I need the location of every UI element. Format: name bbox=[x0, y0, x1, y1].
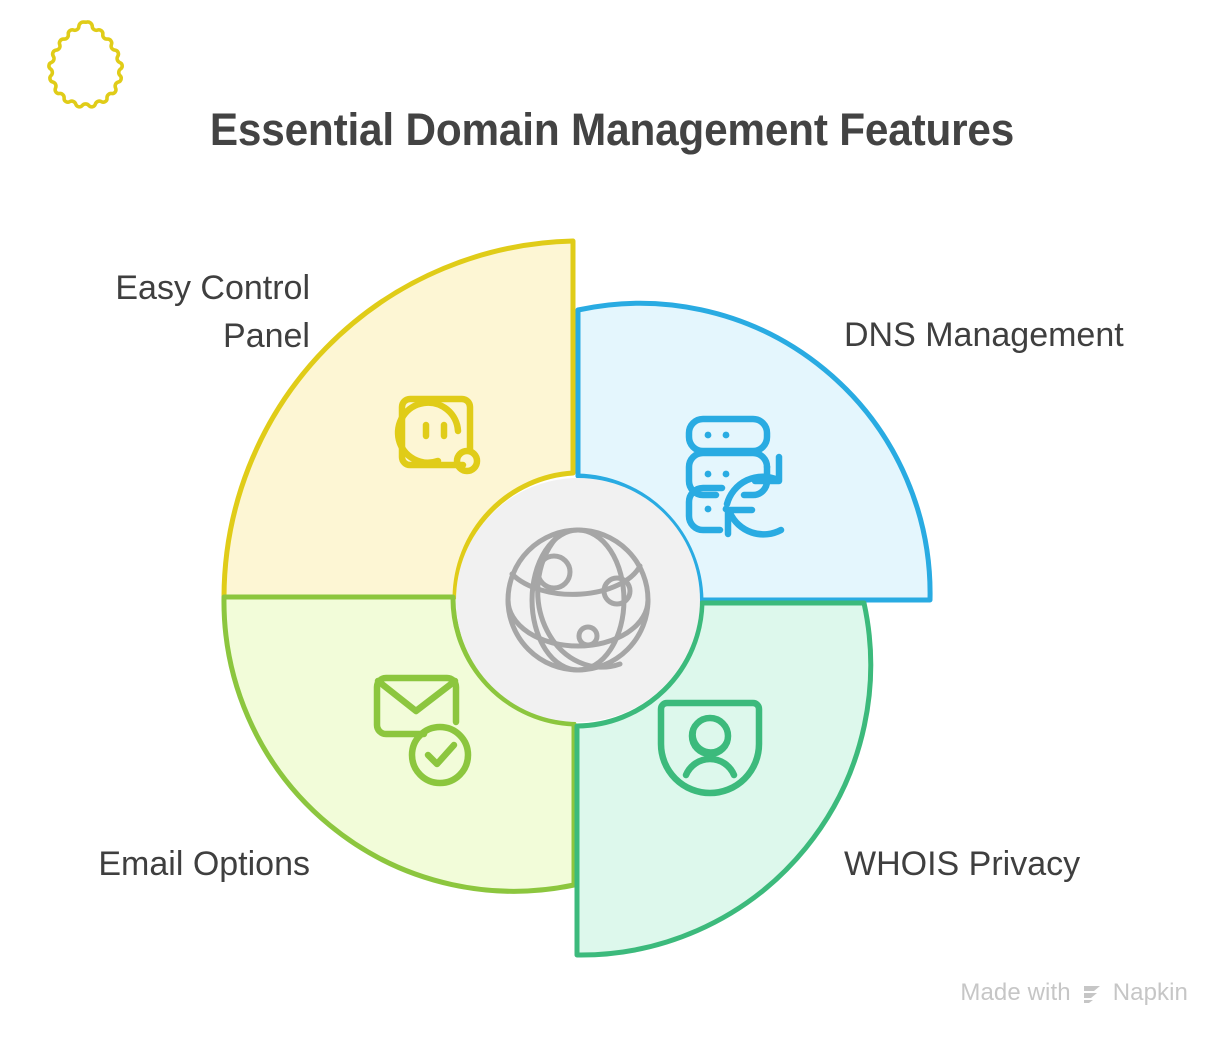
watermark-brand: Napkin bbox=[1112, 979, 1188, 1006]
envelope-check-icon bbox=[373, 674, 472, 787]
watermark-text: Made with bbox=[960, 979, 1071, 1006]
quadrant-label-easy-control-panel: Easy Control Panel bbox=[115, 269, 310, 356]
watermark: Made with Napkin bbox=[960, 979, 1188, 1007]
quadrant-label-dns-management: DNS Management bbox=[844, 316, 1124, 354]
globe-network-icon bbox=[505, 527, 651, 673]
quadrant-label-whois-privacy: WHOIS Privacy bbox=[844, 845, 1081, 883]
napkin-logo-icon bbox=[1080, 981, 1104, 1005]
quadrant-email-options[interactable] bbox=[221, 594, 577, 894]
shield-person-icon bbox=[657, 699, 763, 797]
quadrant-whois-privacy[interactable] bbox=[574, 600, 874, 958]
center-hub-circle bbox=[456, 478, 700, 722]
server-sync-icon bbox=[685, 415, 785, 538]
quadrant-dns-management[interactable] bbox=[575, 300, 933, 603]
center-hub[interactable] bbox=[456, 478, 700, 722]
page-title: Essential Domain Management Features bbox=[209, 104, 1015, 155]
quadrant-whois-privacy-sector[interactable] bbox=[574, 600, 874, 958]
quadrant-easy-control-panel[interactable] bbox=[47, 20, 576, 600]
quadrant-label-email-options: Email Options bbox=[98, 845, 310, 883]
quadrant-email-options-sector[interactable] bbox=[221, 594, 577, 894]
control-panel-gear-icon bbox=[47, 20, 481, 475]
